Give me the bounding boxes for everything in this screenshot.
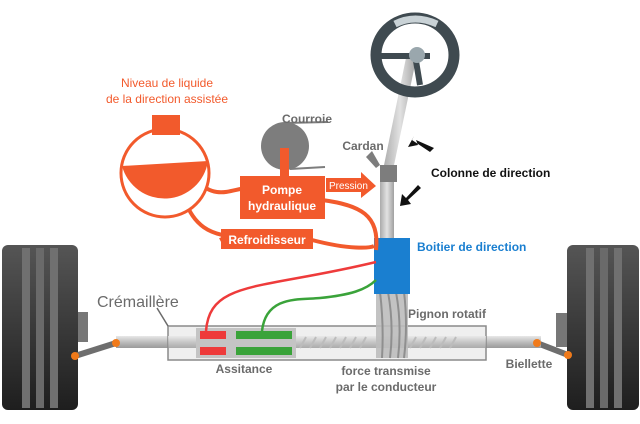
- reservoir-label-1: Niveau de liquide: [121, 76, 213, 90]
- right-inner-joint: [533, 339, 541, 347]
- assistance-label: Assitance: [216, 362, 273, 376]
- pump-label-2: hydraulique: [248, 199, 316, 213]
- rack-teeth: [299, 336, 457, 349]
- steering-column-lower: [380, 180, 394, 240]
- left-tie-rod: [74, 340, 117, 359]
- green-hose: [260, 279, 377, 332]
- force-label-2: par le conducteur: [336, 380, 437, 394]
- steering-box: [374, 238, 410, 294]
- green-chamber-top: [236, 331, 292, 339]
- right-wheel: [556, 245, 639, 410]
- pulley: [261, 121, 329, 176]
- cardan-joint: [380, 165, 397, 182]
- biellette-label: Biellette: [506, 357, 553, 371]
- pressure-label: Pression: [329, 181, 368, 192]
- cardan-label: Cardan: [342, 139, 383, 153]
- right-tie-rod: [535, 340, 570, 358]
- courroie-label: Courroie: [282, 112, 332, 126]
- left-outer-joint: [71, 352, 79, 360]
- fluid-reservoir: [119, 115, 211, 219]
- red-chamber-bottom: [200, 347, 226, 355]
- right-outer-joint: [564, 351, 572, 359]
- pressure-arrow: [326, 172, 376, 198]
- pinion: [376, 290, 408, 359]
- hydraulic-pump: [240, 176, 325, 219]
- reservoir-label-2: de la direction assistée: [106, 92, 228, 106]
- steering-column-upper: [383, 53, 417, 170]
- steering-wheel: [370, 12, 460, 98]
- cremaillere-pointer: [156, 307, 169, 327]
- cremaillere-label: Crémaillère: [97, 294, 179, 311]
- pinion-label: Pignon rotatif: [408, 307, 487, 321]
- red-hose: [204, 260, 377, 332]
- cooler-label: Refroidisseur: [228, 233, 306, 247]
- force-label-1: force transmise: [341, 364, 431, 378]
- red-chamber-top: [200, 331, 226, 339]
- boitier-label: Boitier de direction: [417, 240, 526, 254]
- column-label: Colonne de direction: [431, 166, 550, 180]
- cardan-pointer-arrow: [366, 151, 380, 168]
- pump-label-1: Pompe: [262, 183, 302, 197]
- cooler: [221, 229, 313, 249]
- left-wheel: [2, 245, 88, 410]
- left-inner-joint: [112, 339, 120, 347]
- column-arrows: [400, 136, 434, 206]
- green-chamber-bottom: [236, 347, 292, 355]
